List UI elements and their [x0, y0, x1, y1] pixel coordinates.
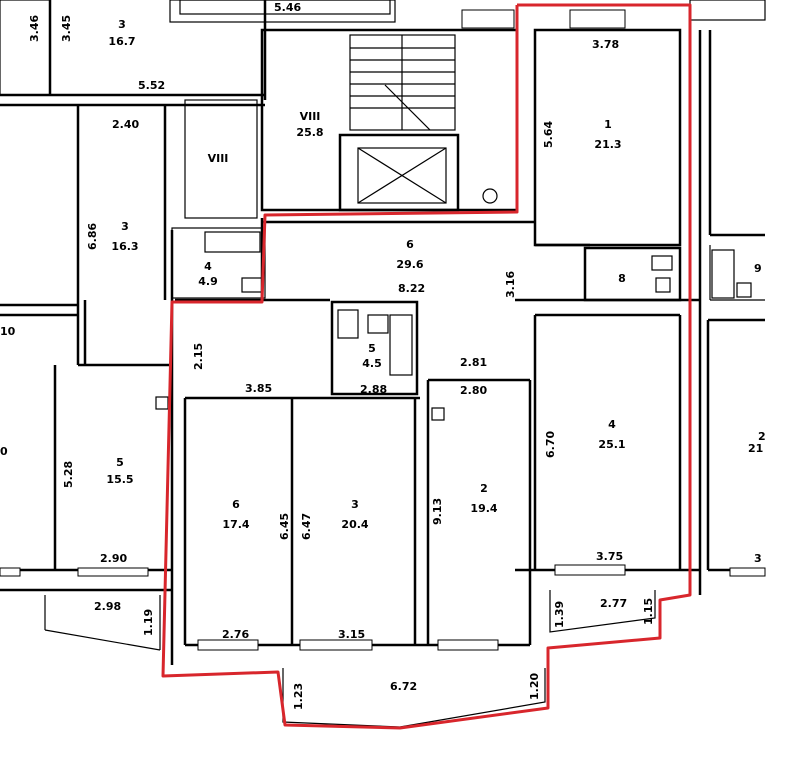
dim-3-15: 3.15	[338, 628, 365, 641]
room-7-area: 17.4	[222, 518, 249, 531]
room-5-area: 4.5	[362, 357, 382, 370]
dim-9-13: 9.13	[431, 498, 444, 525]
dim-5-46: 5.46	[274, 1, 301, 14]
room-6-area: 29.6	[396, 258, 423, 271]
room-3-number: 3	[351, 498, 359, 511]
dim-3-46: 3.46	[28, 15, 41, 42]
dim-3-85: 3.85	[245, 382, 272, 395]
edge-label-right-21: 21	[748, 442, 763, 455]
neighbor-room-2-number: 5	[116, 456, 124, 469]
dim-6-45: 6.45	[278, 513, 291, 540]
room-1-number: 1	[604, 118, 612, 131]
dim-6-72: 6.72	[390, 680, 417, 693]
dim-1-39: 1.39	[553, 601, 566, 628]
dim-6-70: 6.70	[544, 431, 557, 458]
dim-2-76: 2.76	[222, 628, 249, 641]
neighbor-room-1-area: 16.3	[111, 240, 138, 253]
room-6-number: 6	[406, 238, 414, 251]
elevator-shaft	[338, 133, 460, 212]
neighbor-room-3-number: 4	[204, 260, 212, 273]
dim-2-88: 2.88	[360, 383, 387, 396]
room-3-area: 20.4	[341, 518, 368, 531]
dim-3-78: 3.78	[592, 38, 619, 51]
edge-label-left-0: 0	[0, 445, 8, 458]
dim-2-77: 2.77	[600, 597, 627, 610]
neighbor-room-4-number: 3	[118, 18, 126, 31]
drain-circle	[482, 188, 498, 204]
dim-5-52: 5.52	[138, 79, 165, 92]
staircase	[349, 34, 456, 131]
dim-3-45: 3.45	[60, 15, 73, 42]
dim-2-81: 2.81	[460, 356, 487, 369]
dimension-labels: 3.78 5.64 8.22 3.16 2.15 3.85 2.88 2.81 …	[0, 1, 766, 710]
room-7-number: 6	[232, 498, 240, 511]
dim-2-80: 2.80	[460, 384, 487, 397]
dim-3-16: 3.16	[504, 271, 517, 298]
room-2-number: 2	[480, 482, 488, 495]
room-2-area: 19.4	[470, 502, 497, 515]
neighbor-room-3-area: 4.9	[198, 275, 218, 288]
apartment-outline	[161, 3, 692, 730]
room-labels: 1 21.3 2 19.4 3 20.4 4 25.1 5 4.5 6 29.6…	[106, 18, 625, 531]
room-4-area: 25.1	[598, 438, 625, 451]
edge-label-right-9: 9	[754, 262, 762, 275]
dim-8-22: 8.22	[398, 282, 425, 295]
dim-1-23: 1.23	[292, 683, 305, 710]
dim-1-20: 1.20	[528, 673, 541, 700]
left-apartment-walls	[0, 0, 396, 665]
room-8-number: 8	[618, 272, 626, 285]
dim-5-28: 5.28	[62, 461, 75, 488]
hall-room-number: VIII	[300, 110, 321, 123]
edge-label-right-3: 3	[754, 552, 762, 565]
dim-5-64: 5.64	[542, 121, 555, 148]
neighbor-room-2-area: 15.5	[106, 473, 133, 486]
room-1-area: 21.3	[594, 138, 621, 151]
dim-3-75: 3.75	[596, 550, 623, 563]
right-apartment-walls	[689, 0, 766, 595]
room-5-number: 5	[368, 342, 376, 355]
room-4-number: 4	[608, 418, 616, 431]
dim-2-15: 2.15	[192, 343, 205, 370]
dim-2-98: 2.98	[94, 600, 121, 613]
apartment-walls	[155, 28, 700, 728]
dim-2-40: 2.40	[112, 118, 139, 131]
neighbor-room-1-number: 3	[121, 220, 129, 233]
stair-core	[260, 9, 626, 212]
neighbor-room-4-area: 16.7	[108, 35, 135, 48]
dim-1-15: 1.15	[642, 598, 655, 625]
edge-label-left-10: 10	[0, 325, 16, 338]
small-room-number: VIII	[208, 152, 229, 165]
edge-label-right-2: 2	[758, 430, 766, 443]
dim-6-47: 6.47	[300, 513, 313, 540]
dim-6-86: 6.86	[86, 223, 99, 250]
dim-1-19: 1.19	[142, 609, 155, 636]
hall-room-area: 25.8	[296, 126, 323, 139]
dim-2-90: 2.90	[100, 552, 127, 565]
